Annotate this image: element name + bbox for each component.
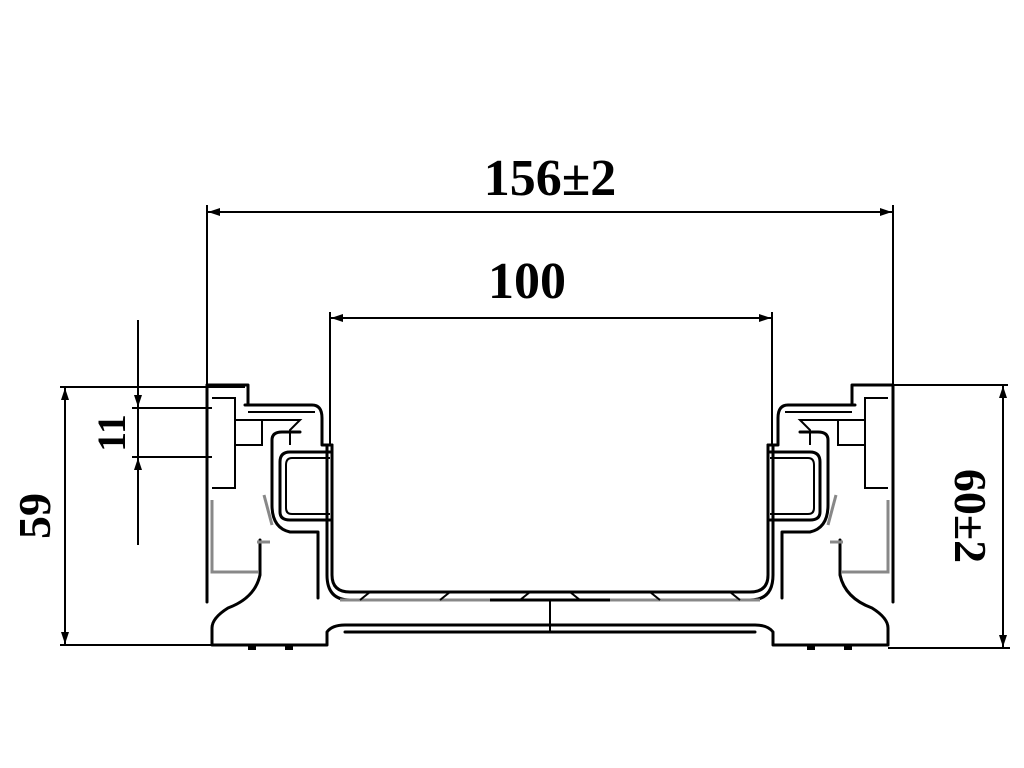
profile-right-half xyxy=(548,383,895,652)
dimension-inner-width: 100 xyxy=(488,253,566,310)
dimension-left-height: 59 xyxy=(9,493,60,539)
dimension-overall-width: 156±2 xyxy=(484,150,617,207)
dimension-right-height: 60±2 xyxy=(945,469,996,563)
profile-left-half xyxy=(205,383,552,652)
dimension-lip-height: 11 xyxy=(89,414,134,452)
